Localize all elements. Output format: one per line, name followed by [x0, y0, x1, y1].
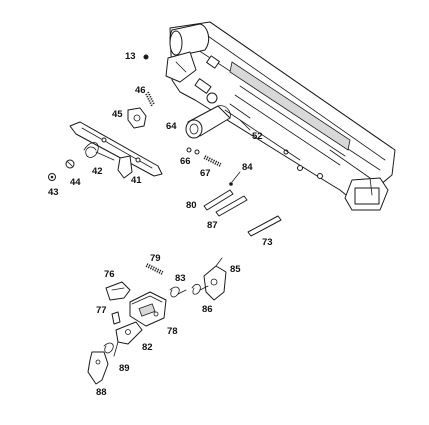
callout-82: 82 — [142, 342, 153, 353]
callout-80: 80 — [186, 200, 197, 211]
part-52-leader — [239, 119, 251, 131]
part-79-spring — [145, 263, 164, 275]
callout-78: 78 — [167, 326, 178, 337]
part-84-pin — [229, 171, 241, 186]
part-77-pin — [111, 311, 121, 325]
part-41-block — [117, 155, 133, 179]
callout-44: 44 — [70, 177, 81, 188]
callout-41: 41 — [131, 175, 142, 186]
callout-64: 64 — [166, 121, 177, 132]
receiver-housing — [165, 21, 396, 211]
part-88-lever — [87, 351, 109, 385]
callout-79: 79 — [150, 253, 161, 264]
callout-42: 42 — [92, 166, 103, 177]
callout-13: 13 — [125, 51, 136, 62]
callout-83: 83 — [175, 273, 186, 284]
part-82-trigger — [113, 321, 143, 357]
part-42-spring — [83, 142, 115, 161]
part-66-pin — [186, 147, 200, 155]
callout-67: 67 — [200, 168, 211, 179]
callout-73: 73 — [262, 237, 273, 248]
part-46-spring — [145, 91, 155, 107]
callout-88: 88 — [96, 387, 107, 398]
part-76-block — [105, 281, 131, 301]
part-13-pin — [143, 54, 149, 60]
callout-77: 77 — [96, 305, 107, 316]
part-86-spring — [191, 284, 209, 295]
part-83-spring — [169, 286, 187, 298]
part-87-pin — [215, 195, 248, 217]
callout-43: 43 — [48, 187, 59, 198]
callout-45: 45 — [112, 109, 123, 120]
part-45-latch — [127, 107, 147, 129]
part-85-sear — [203, 257, 227, 301]
callout-46: 46 — [135, 85, 146, 96]
callout-84: 84 — [242, 162, 253, 173]
part-64-cylinder — [185, 105, 231, 139]
part-78-trigger-housing — [129, 291, 167, 327]
part-73-pin — [247, 215, 282, 237]
part-67-spring — [203, 155, 222, 167]
callout-89: 89 — [119, 363, 130, 374]
callout-66: 66 — [180, 156, 191, 167]
callout-85: 85 — [230, 264, 241, 275]
callout-52: 52 — [252, 131, 263, 142]
part-41-lever — [69, 121, 163, 177]
part-43-nut — [48, 173, 56, 181]
callout-87: 87 — [207, 220, 218, 231]
callout-labels: 13 46 45 64 52 66 67 84 42 44 41 43 80 8… — [48, 51, 273, 398]
callout-86: 86 — [202, 304, 213, 315]
part-89-spring — [103, 342, 114, 354]
callout-76: 76 — [104, 269, 115, 280]
part-44-screw — [65, 159, 75, 169]
part-80-pin — [203, 189, 234, 211]
